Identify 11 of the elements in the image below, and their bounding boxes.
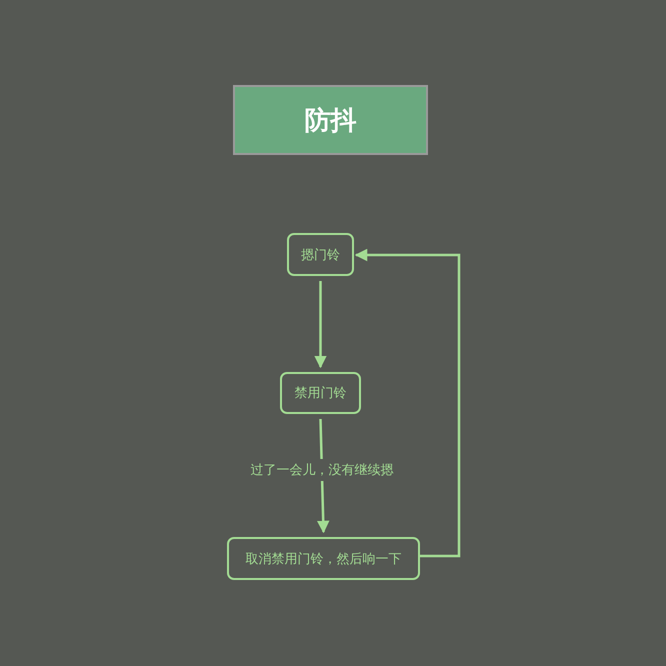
process-box xyxy=(227,537,420,580)
node-text: 取消禁用门铃，然后响一下 xyxy=(246,550,402,568)
title-box xyxy=(233,85,428,155)
node-text: 禁用门铃 xyxy=(294,385,346,402)
process-box xyxy=(280,372,361,414)
arrow xyxy=(314,281,327,368)
edge-label: 过了一会儿，没有继续摁 xyxy=(248,458,396,480)
process-box xyxy=(287,233,354,276)
node-text: 摁门铃 xyxy=(301,246,340,264)
arrow xyxy=(354,248,460,558)
node-text: 防抖 xyxy=(304,104,356,138)
